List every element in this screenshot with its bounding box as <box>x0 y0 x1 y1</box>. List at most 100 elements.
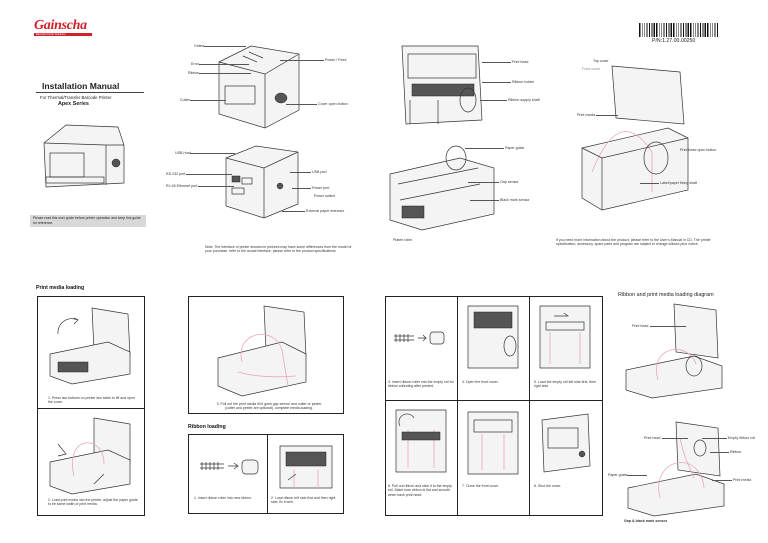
ribbon-step1-caption: 1. Insert ribbon roller into new ribbon. <box>194 496 252 500</box>
label-power-port: Power port <box>312 186 330 190</box>
ribbon-step3-box <box>385 296 459 402</box>
back-printer-illustration <box>225 145 299 219</box>
ribbon-step6-illustration <box>395 409 447 473</box>
section-media-loading: Print media loading <box>36 285 85 291</box>
notice-text: Please read this user guide before print… <box>33 216 141 225</box>
diagram-label-empty-roll: Empty ribbon roll <box>728 436 755 440</box>
label-power-feed: Power / Feed <box>325 58 347 62</box>
ribbon-step1-illustration <box>200 459 259 475</box>
media-step1-caption: 1. Press two buttons on printer two side… <box>48 396 135 405</box>
front-printer-illustration <box>218 45 300 129</box>
leader-usb-port <box>290 172 311 173</box>
diagram-leader-print-media <box>712 480 732 481</box>
ribbon-step5-caption: 5. Load the empty roll left side first, … <box>534 380 597 389</box>
label-gap-sensor: Gap sensor <box>500 180 519 184</box>
label-print-media: Print media <box>577 113 596 117</box>
diagram-leader-ribbon <box>710 452 729 453</box>
ribbon-step6-caption: 6. Pull out ribbon and stick it to the e… <box>388 484 453 497</box>
leader-ext-paper <box>282 211 305 212</box>
label-top-cover: Top cover <box>593 59 609 63</box>
label-usb-host: USB Host <box>175 151 191 155</box>
label-cutter: Cutter <box>180 98 190 102</box>
section-loading-diagram: Ribbon and print media loading diagram <box>618 292 714 298</box>
media-step3-caption: 3. Pull out the print media till it goes… <box>216 402 322 411</box>
leader-power-port <box>292 188 311 189</box>
leader-ribbon-led <box>199 73 251 74</box>
leader-fixing-shaft <box>640 183 659 184</box>
diagram-top-illustration <box>625 303 723 399</box>
label-ribbon-supply: Ribbon supply shaft <box>508 98 540 102</box>
leader-cover-open <box>286 104 317 105</box>
info-text: If you need more information about the p… <box>556 238 711 247</box>
label-front-cover: Front cover <box>582 67 601 71</box>
media-step1-illustration <box>49 307 131 385</box>
label-paper-guide: Paper guide <box>505 146 525 150</box>
diagram-label-paper-guide: Paper guide <box>608 473 628 477</box>
media-step2-caption: 2. Load print media into the printer, ad… <box>48 498 138 507</box>
label-ribbon-holder: Ribbon holder <box>512 80 535 84</box>
label-power-switch: Power switch <box>314 194 336 198</box>
leader-gap-sensor <box>468 182 499 183</box>
leader-black-mark <box>470 200 499 201</box>
ribbon-step5-illustration <box>539 305 591 369</box>
brand-logo: Gainscha Barcode Printer Solutions <box>34 18 92 36</box>
leader-cutter <box>190 100 226 101</box>
diagram-label-print-media: Print media <box>733 478 752 482</box>
label-head-open: Print head open button <box>680 148 717 152</box>
label-print-head: Print head <box>512 60 529 64</box>
diagram-leader-empty-roll <box>702 438 727 439</box>
diagram-label-ribbon: Ribbon <box>730 450 742 454</box>
ribbon-step7-illustration <box>467 411 519 475</box>
leader-print-media <box>596 115 618 116</box>
series-name: Apex Series <box>58 101 89 107</box>
ribbon-step7-caption: 7. Close the front cover. <box>462 484 499 488</box>
diagram-label-print-head-top: Print head <box>632 324 649 328</box>
media-step2-illustration <box>49 417 131 495</box>
manual-title: Installation Manual <box>42 81 120 91</box>
leader-ribbon-supply <box>480 100 507 101</box>
section-ribbon-loading: Ribbon loading <box>188 424 226 430</box>
barcode <box>639 23 719 37</box>
title-rule <box>36 92 144 93</box>
label-rs232: RS-232 port <box>166 172 186 176</box>
leader-print-head <box>482 62 511 63</box>
diagram-leader-paper-guide <box>627 475 647 476</box>
label-platen: Platen roller <box>393 238 413 242</box>
manual-subtitle: For Thermal/Transfer Barcode Printer <box>40 95 112 100</box>
leader-rs232 <box>186 174 232 175</box>
ribbon-step4-illustration <box>467 305 519 369</box>
leader-paper-guide <box>465 148 504 149</box>
leader-usb-host <box>190 153 235 154</box>
ribbon-step3-illustration <box>394 331 445 345</box>
leader-rj45 <box>198 186 234 187</box>
label-black-mark: Black mark sensor <box>500 198 530 202</box>
diagram-label-print-head-bottom: Print head <box>644 436 661 440</box>
label-cover-open: Cover open button <box>318 102 348 106</box>
paper-guide-illustration <box>389 145 495 231</box>
ribbon-step4-caption: 4. Open the front cover. <box>462 380 499 384</box>
label-online: Online <box>194 44 205 48</box>
ribbon-step2-caption: 2. Load ribbon left side first and then … <box>271 496 336 505</box>
ribbon-step3-caption: 3. Insert ribbon roller into the empty r… <box>388 380 454 389</box>
ribbon-step2-illustration <box>279 445 333 489</box>
inner-printer-illustration <box>401 45 483 125</box>
note-text: Note: The interface of printer showed in… <box>205 245 352 254</box>
ribbon-step8-caption: 8. Shut the cover. <box>534 484 562 488</box>
label-error: Error <box>191 62 199 66</box>
media-step3-illustration <box>217 305 307 397</box>
leader-error <box>199 64 249 65</box>
label-ext-paper: External paper entrance <box>306 209 345 213</box>
diagram-leader-print-head-bottom <box>662 438 688 439</box>
label-fixing-shaft: Label/paper fixing shaft <box>660 181 698 185</box>
part-number: P/N:1.27.00.00250 <box>652 38 696 44</box>
brand-name: Gainscha <box>34 18 87 33</box>
diagram-leader-print-head-top <box>650 326 686 327</box>
open-printer-illustration <box>581 65 689 211</box>
label-usb-port: USB port <box>312 170 327 174</box>
leader-online <box>204 46 246 47</box>
leader-power-feed <box>280 60 324 61</box>
label-rj45: RJ-45 Ethernet port <box>166 184 198 188</box>
diagram-bottom-illustration <box>627 421 725 517</box>
leader-ribbon-holder <box>482 82 511 83</box>
diagram-label-gap-sensor: Gap & black mark sensor <box>624 519 668 523</box>
